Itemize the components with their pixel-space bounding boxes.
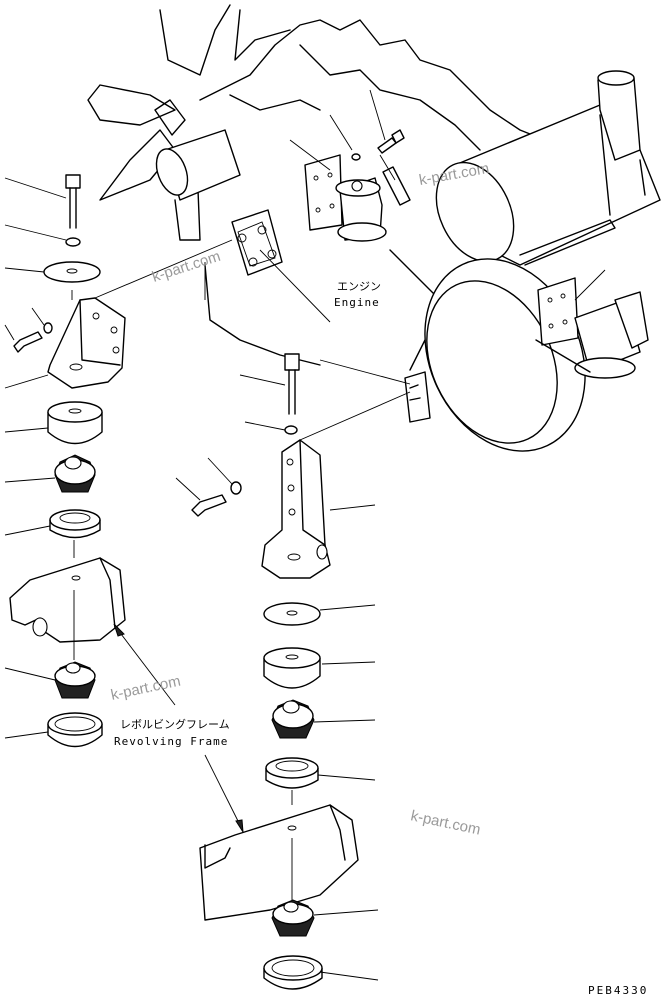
fan-blade xyxy=(99,129,176,201)
center-washer xyxy=(284,425,298,435)
center-side-bolt xyxy=(191,494,227,517)
frame-label-en: Revolving Frame xyxy=(114,735,228,748)
leader-lines xyxy=(4,89,606,981)
muffler xyxy=(435,70,661,266)
fan-blade xyxy=(174,189,201,241)
center-side-washer xyxy=(230,481,242,495)
center-bolt xyxy=(284,353,300,371)
engine-label-en: Engine xyxy=(334,296,380,309)
center-bracket xyxy=(261,439,331,579)
fan-blade xyxy=(159,4,231,76)
frame-arrow-left xyxy=(117,629,176,706)
frame-arrow-center xyxy=(204,754,241,826)
left-washer xyxy=(65,237,81,247)
engine-label-jp: エンジン xyxy=(337,280,381,293)
front-engine-mount xyxy=(304,154,387,242)
drawing-code: PEB4330 xyxy=(588,984,648,997)
engine-block-line xyxy=(229,94,321,111)
left-side-bolt xyxy=(13,331,43,353)
rear-engine-mount xyxy=(535,277,649,379)
watermark: k-part.com xyxy=(409,807,482,838)
left-plate xyxy=(43,261,101,283)
top-bolt xyxy=(351,129,411,206)
center-mount-stack xyxy=(191,353,359,990)
pulley-face xyxy=(155,148,189,196)
left-side-washer xyxy=(43,322,53,334)
watermark: k-part.com xyxy=(150,248,223,286)
engine-block-line xyxy=(204,264,321,366)
fan-hub xyxy=(154,99,186,136)
frame-label-jp: レボルビングフレーム xyxy=(120,717,230,731)
engine-block-top xyxy=(199,19,546,141)
center-plate xyxy=(263,602,321,626)
fan-blade xyxy=(234,9,291,61)
left-bracket xyxy=(47,297,126,389)
left-mount-stack xyxy=(9,174,126,748)
engine-outline xyxy=(87,4,661,452)
center-revolving-frame-piece xyxy=(199,804,359,921)
engine-block-line xyxy=(299,44,481,151)
left-revolving-frame-piece xyxy=(9,557,126,643)
watermark: k-part.com xyxy=(109,673,182,704)
housing-tab xyxy=(404,371,431,423)
left-bolt xyxy=(65,174,81,189)
engine-front-bracket xyxy=(231,209,283,276)
fan-blade xyxy=(87,84,176,126)
